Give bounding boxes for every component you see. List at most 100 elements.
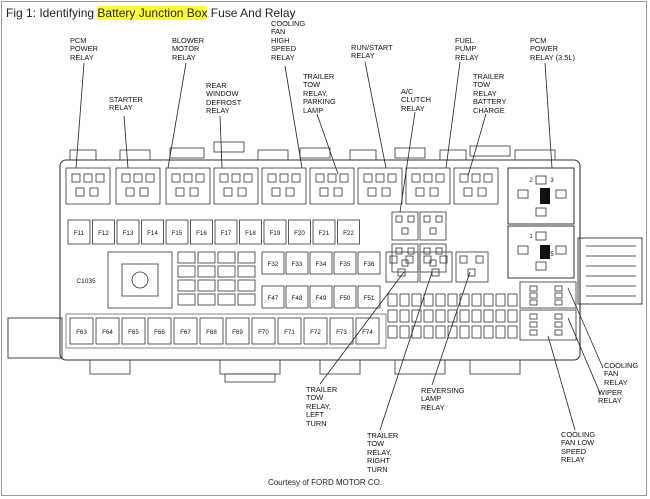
fuse-cell bbox=[355, 317, 380, 345]
relay-pin-number: 5 bbox=[550, 252, 554, 258]
relay-terminal bbox=[395, 247, 403, 255]
relay-terminal bbox=[475, 255, 484, 264]
mini-fuse bbox=[423, 293, 434, 307]
fuse-label-f15: F15 bbox=[172, 230, 183, 237]
relay-terminal bbox=[431, 268, 440, 277]
mini-fuse bbox=[237, 265, 256, 278]
fuse-cell bbox=[261, 285, 285, 309]
fuse-label-f67: F67 bbox=[180, 329, 191, 336]
relay-terminal bbox=[407, 215, 415, 223]
relay-pin-number: 1 bbox=[529, 234, 533, 240]
callout-starter-relay: STARTER RELAY bbox=[109, 95, 143, 113]
relay-terminal bbox=[423, 255, 432, 264]
fuse-label-f70: F70 bbox=[258, 329, 269, 336]
fuse-cell bbox=[303, 317, 328, 345]
fuse-cell bbox=[263, 219, 287, 245]
mini-fuse bbox=[177, 251, 196, 264]
callout-leader-line bbox=[399, 111, 416, 213]
mini-fuse bbox=[399, 293, 410, 307]
mini-fuse bbox=[197, 293, 216, 306]
fuse-cell bbox=[309, 285, 333, 309]
housing-top-bump bbox=[299, 147, 331, 159]
mini-fuse bbox=[387, 309, 398, 323]
figure-credit: Courtesy of FORD MOTOR CO. bbox=[267, 478, 383, 487]
relay-terminal bbox=[439, 255, 448, 264]
mini-fuse bbox=[495, 293, 506, 307]
micro-relay bbox=[419, 211, 447, 241]
relay-terminal bbox=[401, 227, 409, 235]
relay-terminal bbox=[367, 187, 377, 197]
mini-fuse bbox=[217, 265, 236, 278]
callout-trailer-tow-right-turn: TRAILER TOW RELAY, RIGHT TURN bbox=[367, 431, 399, 474]
relay-terminal bbox=[219, 173, 229, 183]
bottom-fuse-tray bbox=[65, 313, 387, 349]
relay-pin bbox=[535, 231, 547, 241]
mini-fuse bbox=[435, 325, 446, 339]
relay-terminal bbox=[529, 285, 538, 292]
relay-terminal bbox=[435, 247, 443, 255]
relay-pin-filled bbox=[540, 245, 550, 259]
fuse-cell bbox=[69, 317, 94, 345]
relay-terminal bbox=[339, 173, 349, 183]
relay-terminal bbox=[389, 255, 398, 264]
relay-terminal bbox=[319, 187, 329, 197]
callout-leader-line bbox=[319, 271, 405, 385]
callout-fuel-pump-relay: FUEL PUMP RELAY bbox=[455, 36, 479, 62]
title-prefix: Fig 1: Identifying bbox=[6, 6, 98, 20]
relay-terminal bbox=[529, 313, 538, 320]
callout-leader-line bbox=[445, 61, 461, 169]
mini-fuse bbox=[507, 309, 518, 323]
relay-terminal bbox=[423, 247, 431, 255]
housing-top-bump bbox=[469, 145, 511, 157]
trailer-tow-relay bbox=[385, 251, 419, 283]
relay-terminal bbox=[477, 187, 487, 197]
callout-leader-line bbox=[364, 61, 387, 169]
housing-foot bbox=[219, 359, 281, 375]
relay-terminal bbox=[471, 173, 481, 183]
fuse-cell bbox=[285, 285, 309, 309]
callout-leader-line bbox=[431, 271, 471, 386]
fuse-cell bbox=[329, 317, 354, 345]
fuse-label-f49: F49 bbox=[316, 295, 327, 302]
fuse-label-f51: F51 bbox=[364, 295, 375, 302]
relay-terminal bbox=[554, 313, 563, 320]
mini-fuse bbox=[217, 293, 236, 306]
callout-trailer-tow-parking-lamp: TRAILER TOW RELAY, PARKING LAMP bbox=[303, 72, 336, 115]
relay-terminal bbox=[125, 187, 135, 197]
mini-fuse bbox=[399, 325, 410, 339]
fuse-cell bbox=[116, 219, 140, 245]
fuse-cell bbox=[251, 317, 276, 345]
mini-fuse bbox=[447, 293, 458, 307]
relay-terminal bbox=[363, 173, 373, 183]
relay-terminal bbox=[423, 215, 431, 223]
fuse-label-f35: F35 bbox=[340, 261, 351, 268]
fuse-cell bbox=[333, 285, 357, 309]
mini-fuse bbox=[217, 251, 236, 264]
callout-leader-line bbox=[316, 113, 339, 175]
connector-c1035-stud bbox=[131, 271, 149, 289]
callout-cooling-fan-high-speed-relay: COOLING FAN HIGH SPEED RELAY bbox=[271, 19, 306, 62]
callout-run-start-relay: RUN/START RELAY bbox=[351, 43, 393, 61]
mini-fuse bbox=[411, 309, 422, 323]
relay-terminal bbox=[529, 321, 538, 328]
relay-pin bbox=[517, 189, 529, 199]
mini-fuse bbox=[483, 293, 494, 307]
fuse-cell bbox=[337, 219, 360, 245]
relay-terminal bbox=[175, 187, 185, 197]
callout-leader-line bbox=[567, 287, 604, 369]
mini-relay bbox=[357, 167, 403, 205]
relay-terminal bbox=[267, 173, 277, 183]
relay-pin-number: 2 bbox=[529, 178, 533, 184]
fuse-label-f13: F13 bbox=[123, 230, 134, 237]
relay-terminal bbox=[121, 173, 131, 183]
relay-terminal bbox=[231, 173, 241, 183]
fuse-cell bbox=[333, 251, 357, 275]
callout-cooling-fan-low-speed-relay: COOLING FAN LOW SPEED RELAY bbox=[561, 430, 596, 465]
mini-fuse bbox=[387, 293, 398, 307]
fuse-label-f33: F33 bbox=[292, 261, 303, 268]
relay-terminal bbox=[407, 247, 415, 255]
relay-pin bbox=[535, 261, 547, 271]
fuse-label-f18: F18 bbox=[245, 230, 256, 237]
mini-fuse bbox=[471, 309, 482, 323]
